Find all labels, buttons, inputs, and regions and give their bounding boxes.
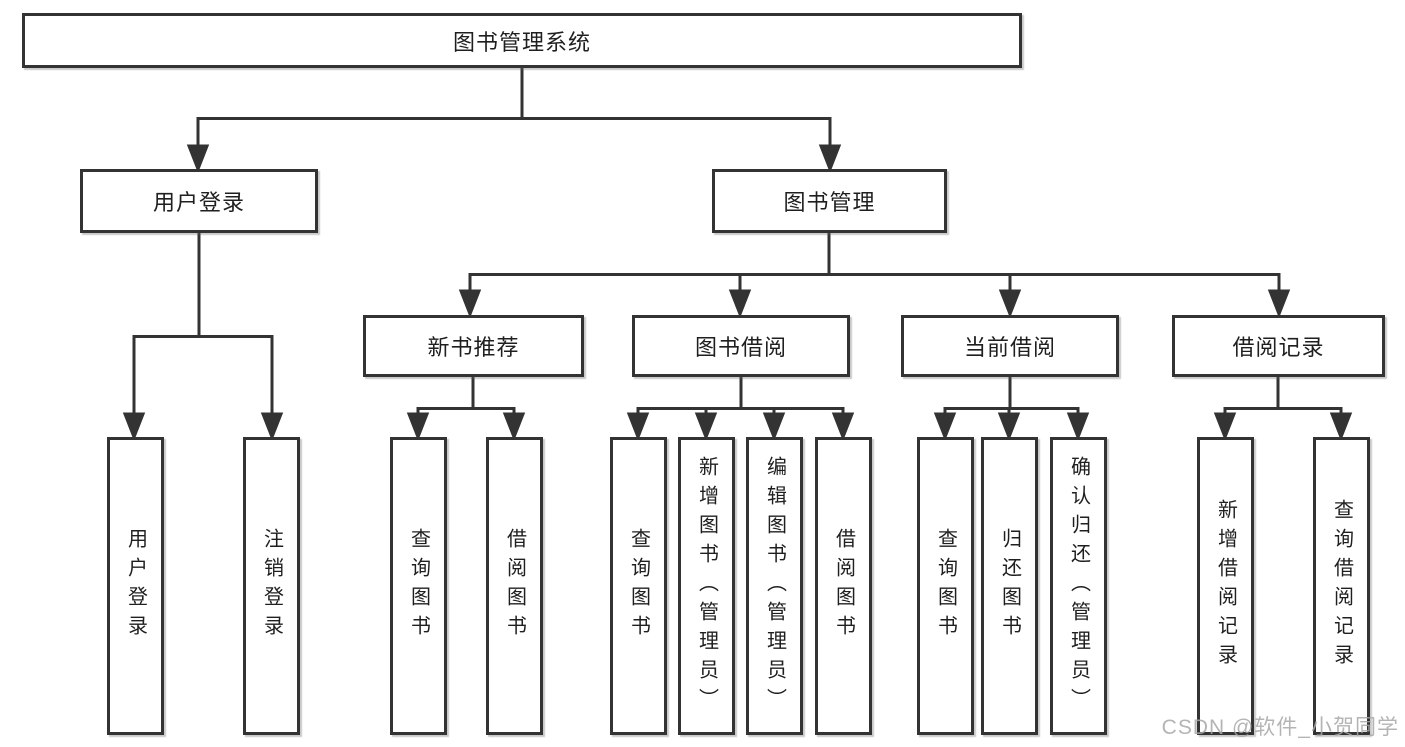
node-book-management: 图书管理 <box>712 169 947 233</box>
leaf-query-borrow-record-label: 查询借阅记录 <box>1330 499 1353 673</box>
node-root-label: 图书管理系统 <box>452 29 591 55</box>
node-borrow-records: 借阅记录 <box>1172 315 1385 377</box>
node-root: 图书管理系统 <box>22 13 1022 68</box>
leaf-return-books-label: 归还图书 <box>998 528 1021 644</box>
leaf-confirm-return-admin: 确认归还（管理员） <box>1050 437 1107 735</box>
node-user-login: 用户登录 <box>80 169 318 233</box>
node-book-borrow-label: 图书借阅 <box>694 335 787 360</box>
leaf-edit-books-admin-label: 编辑图书（管理员） <box>763 455 786 717</box>
connector-borrow-to-leaves <box>626 377 855 442</box>
leaf-add-borrow-record: 新增借阅记录 <box>1197 437 1254 735</box>
leaf-query-books-3: 查询图书 <box>917 437 974 735</box>
node-user-login-label: 用户登录 <box>152 190 245 215</box>
leaf-borrow-books-1: 借阅图书 <box>486 437 543 735</box>
leaf-user-login-label: 用户登录 <box>124 528 147 644</box>
leaf-add-borrow-record-label: 新增借阅记录 <box>1214 499 1237 673</box>
leaf-logout: 注销登录 <box>243 437 300 735</box>
node-book-management-label: 图书管理 <box>783 190 876 215</box>
leaf-borrow-books-2-label: 借阅图书 <box>832 528 855 644</box>
leaf-query-borrow-record: 查询借阅记录 <box>1313 437 1370 735</box>
node-borrow-records-label: 借阅记录 <box>1232 335 1325 360</box>
leaf-add-books-admin-label: 新增图书（管理员） <box>695 455 718 717</box>
node-current-borrow-label: 当前借阅 <box>963 335 1056 360</box>
csdn-watermark: CSDN @软件_小贺同学 <box>1161 716 1399 739</box>
leaf-query-books-2: 查询图书 <box>610 437 667 735</box>
leaf-logout-label: 注销登录 <box>260 528 283 644</box>
leaf-return-books: 归还图书 <box>981 437 1038 735</box>
node-new-book-recommend-label: 新书推荐 <box>427 335 520 360</box>
leaf-query-books-1-label: 查询图书 <box>407 528 430 644</box>
leaf-user-login: 用户登录 <box>107 437 164 735</box>
leaf-borrow-books-1-label: 借阅图书 <box>503 528 526 644</box>
node-current-borrow: 当前借阅 <box>901 315 1119 377</box>
leaf-confirm-return-admin-label: 确认归还（管理员） <box>1067 455 1090 717</box>
connector-book-mgmt-to-level3 <box>458 233 1291 319</box>
connector-current-to-leaves <box>933 377 1090 442</box>
connector-user-login-to-leaves <box>122 233 284 442</box>
connector-records-to-leaves <box>1213 377 1353 442</box>
node-new-book-recommend: 新书推荐 <box>363 315 584 377</box>
leaf-add-books-admin: 新增图书（管理员） <box>678 437 735 735</box>
connector-new-rec-to-leaves <box>406 377 526 442</box>
leaf-query-books-2-label: 查询图书 <box>627 528 650 644</box>
leaf-borrow-books-2: 借阅图书 <box>815 437 872 735</box>
node-book-borrow: 图书借阅 <box>632 315 850 377</box>
leaf-query-books-3-label: 查询图书 <box>934 528 957 644</box>
leaf-query-books-1: 查询图书 <box>390 437 447 735</box>
connector-root-to-level2 <box>186 68 842 174</box>
leaf-edit-books-admin: 编辑图书（管理员） <box>746 437 803 735</box>
